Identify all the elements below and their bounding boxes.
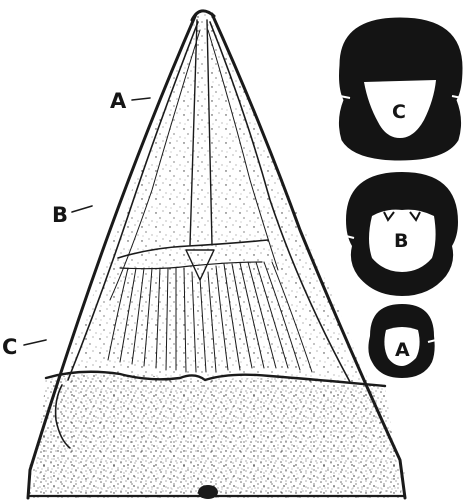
label-c-group: C: [2, 335, 46, 359]
cross-section-a: A: [368, 304, 436, 378]
label-a-group: A: [110, 89, 150, 113]
label-a: A: [110, 89, 127, 113]
cross-section-c-label: C: [392, 101, 406, 123]
label-b: B: [52, 203, 68, 227]
label-b-group: B: [52, 203, 92, 227]
base-dark-spot: [198, 485, 218, 499]
cross-section-a-label: A: [395, 339, 410, 361]
leader-line-b: [72, 206, 92, 212]
cross-section-c: C: [339, 18, 462, 160]
label-c: C: [2, 335, 17, 359]
leader-line-c: [24, 340, 46, 345]
cone-base-stipple: [32, 374, 402, 498]
leader-line-a: [132, 98, 150, 100]
cross-section-b-label: B: [394, 230, 408, 252]
cross-section-b: B: [346, 172, 458, 296]
